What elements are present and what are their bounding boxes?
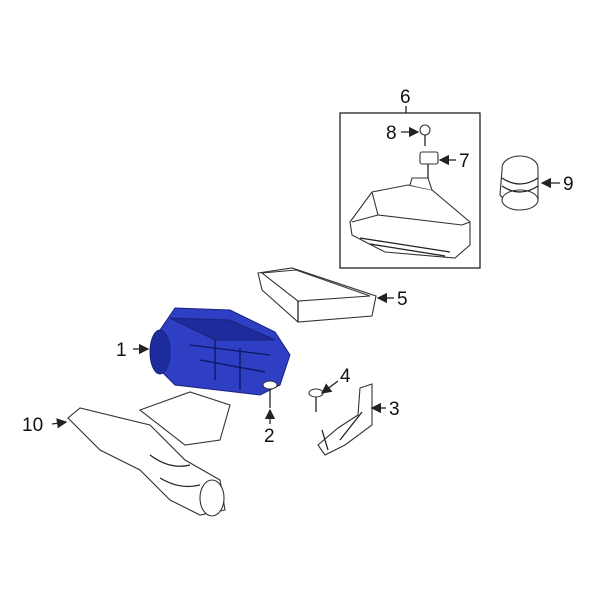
bolt-part-2[interactable] (262, 380, 278, 408)
callout-3: 3 (389, 399, 400, 420)
air-filter-part-5[interactable] (257, 267, 377, 323)
upper-housing-group-box (339, 106, 481, 269)
callout-10: 10 (22, 415, 43, 436)
callout-5: 5 (397, 289, 408, 310)
callout-4: 4 (340, 366, 351, 387)
sensor-part-7[interactable] (419, 151, 439, 178)
bracket-part-3[interactable] (317, 383, 373, 456)
intake-inlet-part-10[interactable] (67, 391, 231, 517)
screw-part-8[interactable] (419, 124, 431, 146)
callout-8: 8 (386, 123, 397, 144)
callout-2: 2 (264, 426, 275, 447)
air-cleaner-cover[interactable] (349, 177, 471, 259)
callout-6: 6 (400, 87, 411, 108)
intake-duct-part-9[interactable] (499, 155, 539, 211)
bolt-part-4[interactable] (308, 388, 324, 412)
callout-1: 1 (116, 340, 127, 361)
callout-7: 7 (459, 151, 470, 172)
callout-leaders (51, 126, 560, 429)
callout-9: 9 (563, 174, 574, 195)
air-cleaner-body-part-1[interactable] (149, 307, 291, 396)
